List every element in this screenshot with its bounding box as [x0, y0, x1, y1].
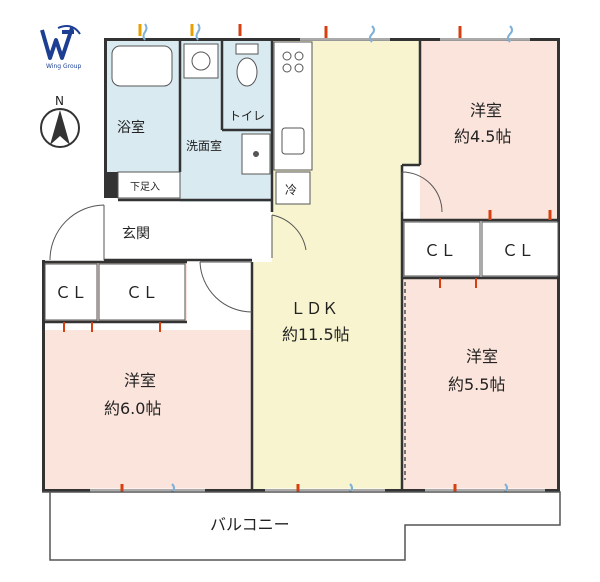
shoe-box — [117, 171, 181, 199]
windows — [90, 37, 545, 492]
kitchen-sink-icon — [281, 127, 305, 155]
closet-box-east-2 — [481, 221, 559, 277]
wall-bath-left — [104, 38, 107, 198]
closet-box-west-2 — [98, 263, 186, 321]
kitchen-counter — [273, 41, 313, 171]
ne-room-name-label: 洋室 — [470, 101, 502, 120]
ne-room-fill — [420, 40, 560, 220]
compass: N — [40, 94, 80, 148]
ne-room-size-label: 約4.5帖 — [454, 127, 511, 146]
toilet-label: トイレ — [229, 109, 265, 123]
balcony-label: バルコニー — [210, 515, 290, 534]
logo-brand-text: Wing Group — [46, 63, 81, 70]
washbasin-icon — [183, 43, 219, 79]
closet-box-east-1 — [403, 221, 481, 277]
shoe-box-label: 下足入 — [130, 181, 160, 193]
logo-swoosh-icon — [57, 25, 81, 35]
bathtub-icon — [111, 45, 173, 87]
entrance-label: 玄関 — [122, 225, 150, 242]
wash-basin-2-icon — [241, 133, 271, 175]
west-room-fill — [42, 330, 252, 490]
ldk-size-label: 約11.5帖 — [282, 325, 350, 344]
balcony-outline — [42, 491, 561, 561]
cool-marker-icon — [369, 25, 375, 43]
se-room-name-label: 洋室 — [466, 347, 498, 366]
doors — [49, 171, 443, 480]
washroom-label: 洗面室 — [186, 138, 222, 153]
closet-box-west-1 — [44, 263, 98, 321]
kitchen: 冷 — [273, 41, 313, 205]
west-room-name-label: 洋室 — [124, 371, 156, 390]
closet-label-west-1: ＣＬ — [55, 283, 87, 302]
ne-room-door-icon — [401, 171, 443, 213]
fridge-label: 冷 — [285, 183, 297, 197]
closets — [44, 221, 559, 321]
closet-label-east-1: ＣＬ — [424, 241, 456, 260]
closet-label-east-2: ＣＬ — [502, 241, 534, 260]
west-room-size-label: 約6.0帖 — [104, 399, 161, 418]
closet-label-west-2: ＣＬ — [126, 283, 158, 302]
west-room-door-icon — [199, 261, 253, 313]
toilet-icon — [235, 43, 259, 87]
wall-shoebox-dark — [104, 172, 118, 198]
se-room-fill — [402, 278, 560, 490]
bath-label: 浴室 — [117, 119, 145, 136]
se-room-size-label: 約5.5帖 — [448, 375, 505, 394]
compass-north-label: N — [55, 94, 64, 108]
logo: Wing Group — [40, 25, 81, 70]
north-arrow-icon — [50, 110, 70, 145]
stove-icon — [282, 51, 304, 73]
fridge-box — [275, 171, 311, 205]
outer-wall-left — [42, 260, 45, 492]
ldk-door-icon — [271, 214, 307, 258]
ldk-name-label: ＬＤＫ — [290, 299, 338, 318]
entrance-door-icon — [49, 204, 105, 261]
logo-mark-icon — [40, 27, 74, 60]
